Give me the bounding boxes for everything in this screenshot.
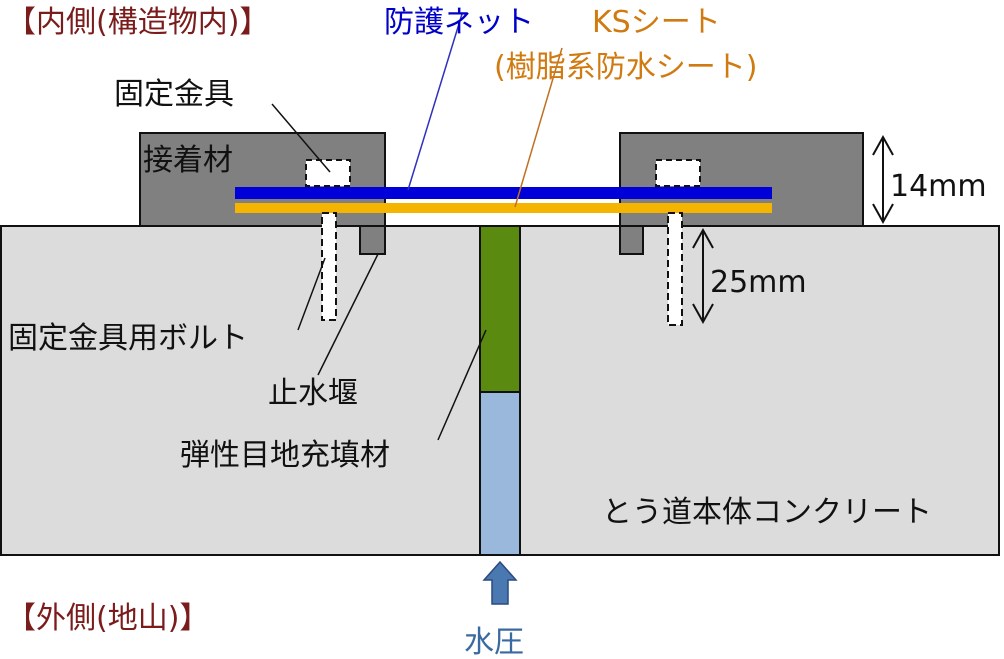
ks-sheet	[235, 203, 772, 213]
label-joint-filler: 弾性目地充填材	[180, 438, 390, 473]
joint-filler	[479, 225, 521, 393]
dimension-arrow-14mm	[872, 134, 894, 225]
leader-ks-sheet	[514, 47, 563, 208]
waterstop-left	[359, 225, 386, 255]
bolt-right	[667, 212, 683, 326]
label-concrete: とう道本体コンクリート	[602, 495, 932, 530]
label-waterstop: 止水堰	[268, 376, 358, 411]
label-dim-14mm: 14mm	[890, 169, 987, 204]
label-water-pressure: 水圧	[464, 625, 524, 659]
waterstop-right	[619, 225, 644, 255]
leader-protective-net	[407, 13, 463, 191]
water-gap	[479, 391, 521, 556]
label-outside: 【外側(地山)】	[6, 601, 209, 636]
label-inside: 【内側(構造物内)】	[6, 5, 269, 40]
label-fixing-bracket: 固定金具	[114, 77, 234, 112]
dimension-arrow-25mm	[692, 227, 714, 325]
fixing-bracket-right	[655, 159, 701, 187]
leader-bolt	[297, 257, 326, 331]
leader-joint-filler	[437, 329, 487, 441]
protective-net	[235, 187, 772, 199]
water-pressure-arrow-icon	[482, 560, 518, 605]
label-ks-sheet: KSシート	[592, 5, 721, 40]
fixing-bracket-left	[305, 159, 351, 187]
label-dim-25mm: 25mm	[710, 265, 807, 300]
bolt-left	[321, 212, 337, 321]
label-protective-net: 防護ネット	[384, 5, 534, 40]
leader-waterstop	[317, 253, 379, 376]
leader-fixing-bracket	[271, 103, 331, 173]
label-ks-sheet-sub: (樹脂系防水シート)	[494, 50, 757, 85]
label-adhesive: 接着材	[143, 143, 233, 178]
label-bracket-bolt: 固定金具用ボルト	[8, 321, 248, 356]
